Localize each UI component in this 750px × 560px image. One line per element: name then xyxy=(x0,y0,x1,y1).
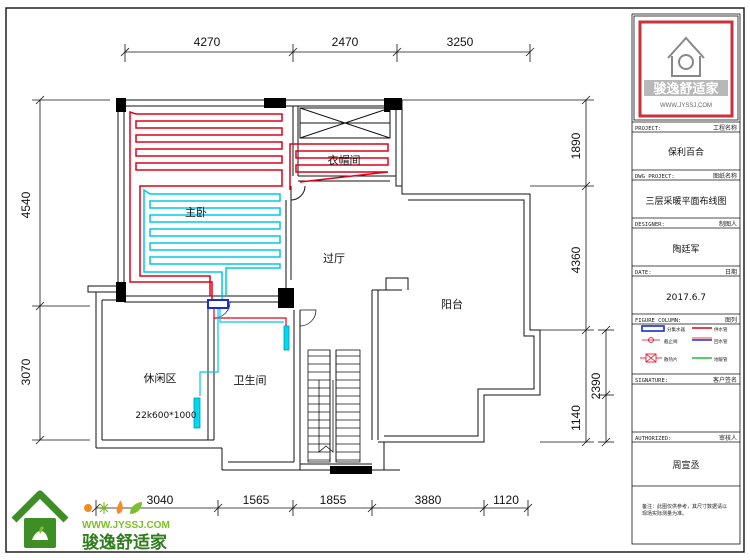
dim-top-1: 4270 xyxy=(194,35,221,49)
radiator-spec-label: 22k600*1000 xyxy=(135,411,197,421)
dim-left-1: 4540 xyxy=(19,191,33,218)
dim-bottom-3: 1855 xyxy=(320,493,347,507)
house-icon xyxy=(667,36,705,77)
tb-signature-cn: 客户签名 xyxy=(713,376,737,384)
tb-signature-label: SIGNATURE: xyxy=(635,378,668,384)
staircase xyxy=(307,349,361,463)
manifold xyxy=(207,299,229,309)
dim-top-3: 3250 xyxy=(447,35,474,49)
tb-authorized-label: AUTHORIZED: xyxy=(635,436,671,442)
dim-bottom-4: 3880 xyxy=(415,493,442,507)
dim-right-3: 2390 xyxy=(589,372,603,399)
sheet-frame xyxy=(5,7,745,553)
tb-authorized-cn: 审核人 xyxy=(719,434,737,442)
legend-manifold: 分集水器 xyxy=(667,326,685,333)
room-label-hallway: 过厅 xyxy=(323,252,345,265)
tb-note-line-1: 备注：此图仅供参考，其尺寸数据请以 xyxy=(642,503,727,510)
structural-columns xyxy=(116,98,402,474)
radiator-bathroom xyxy=(283,325,290,351)
pipe-legend: 分集水器 供水管 截止阀 回水管 散热片 地暖管 xyxy=(640,325,728,363)
legend-manifold-symbol xyxy=(641,325,665,332)
tb-designer-cn: 制图人 xyxy=(719,220,737,228)
room-label-walk-in-closet: 衣帽间 xyxy=(328,153,361,167)
valve-icon xyxy=(642,337,660,343)
tb-project-value: 保利百合 xyxy=(668,146,704,158)
tb-note-line-2: 现场实际测量为准。 xyxy=(642,510,687,517)
dim-right-4: 1140 xyxy=(569,405,583,431)
title-block xyxy=(631,13,741,545)
watermark-url: WWW.JYSSJ.COM xyxy=(82,520,170,531)
dim-left-2: 3070 xyxy=(19,358,33,385)
tb-date-value: 2017.6.7 xyxy=(666,293,706,303)
brand-watermark: WWW.JYSSJ.COM 骏逸舒适家 xyxy=(11,490,170,553)
watermark-name: 骏逸舒适家 xyxy=(82,532,167,553)
dim-top-2: 2470 xyxy=(332,35,359,49)
legend-valve: 截止阀 xyxy=(664,338,678,345)
radiator-lounge xyxy=(193,397,201,429)
tb-designer-label: DESIGNER: xyxy=(635,222,665,228)
room-label-bathroom: 卫生间 xyxy=(234,373,267,387)
room-label-balcony: 阳台 xyxy=(441,297,463,311)
tb-drawing-value: 三层采暖平面布线图 xyxy=(645,195,726,207)
tb-date-label: DATE: xyxy=(635,270,652,276)
dimension-lines xyxy=(32,44,614,516)
snowflake-icon xyxy=(99,502,109,514)
legend-return-pipe: 回水管 xyxy=(714,338,728,345)
legend-radiator: 散热片 xyxy=(664,356,678,363)
dim-bottom-1: 3040 xyxy=(147,493,174,507)
radiator-symbol-icon xyxy=(640,353,662,363)
dim-bottom-5: 1120 xyxy=(493,493,519,507)
tb-date-cn: 日期 xyxy=(725,268,737,276)
sun-icon xyxy=(84,504,92,512)
dim-right-2: 4360 xyxy=(569,246,583,273)
legend-supply-pipe: 供水管 xyxy=(714,326,728,333)
leaf-icon xyxy=(130,502,142,514)
dim-bottom-2: 1565 xyxy=(243,493,270,507)
heating-pipes xyxy=(129,110,389,396)
tb-figure-label: FIGURE COLUMN: xyxy=(635,318,681,324)
house-logo-icon xyxy=(11,490,69,548)
legend-heating-pipe: 地暖管 xyxy=(714,356,728,363)
title-block-brand-name: 骏逸舒适家 xyxy=(653,81,719,97)
room-label-master-bedroom: 主卧 xyxy=(185,206,207,219)
tb-designer-value: 陶廷军 xyxy=(672,243,699,255)
room-label-lounge: 休闲区 xyxy=(144,371,177,385)
tb-drawing-cn: 图纸名称 xyxy=(713,172,737,180)
tb-project-label: PROJECT: xyxy=(635,126,662,132)
flame-icon xyxy=(116,500,123,514)
tb-project-cn: 工程名称 xyxy=(713,124,737,132)
title-block-logo: 骏逸舒适家 WWW.JYSSJ.COM xyxy=(638,20,734,118)
title-block-brand-url: WWW.JYSSJ.COM xyxy=(660,103,712,109)
tb-drawing-label: DWG PROJECT: xyxy=(635,174,675,180)
tb-authorized-value: 周宣丞 xyxy=(672,459,699,471)
dim-right-1: 1890 xyxy=(569,132,583,159)
tb-figure-cn: 图列 xyxy=(725,316,737,324)
